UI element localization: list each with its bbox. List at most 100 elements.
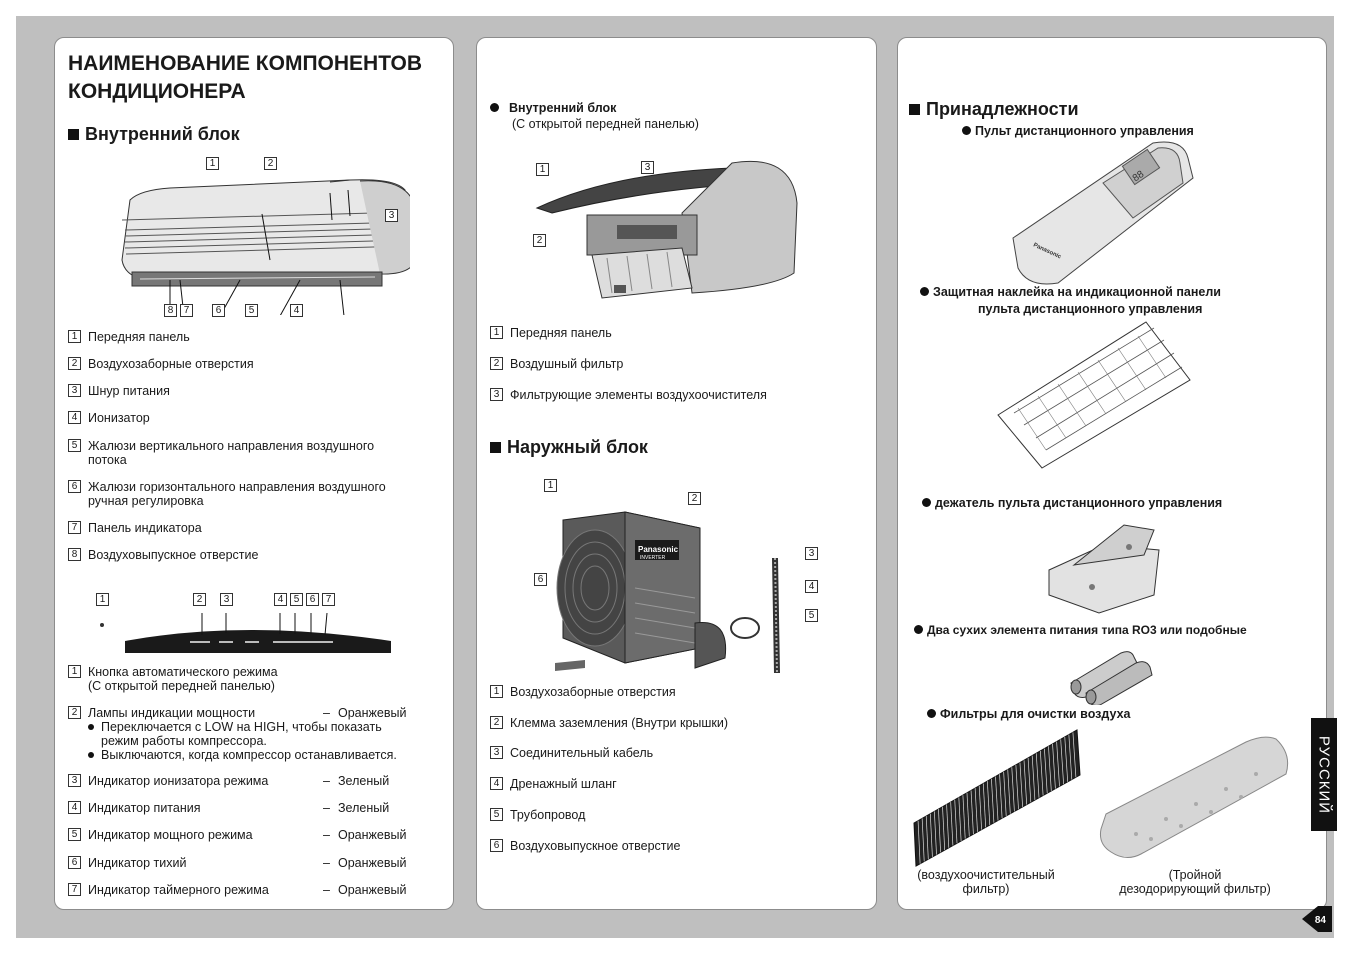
bullet-dot-icon bbox=[914, 625, 923, 634]
callout-3: 3 bbox=[641, 157, 654, 175]
filter-pleat-line bbox=[962, 795, 966, 839]
callout-8: 8 bbox=[164, 300, 177, 318]
panel-indoor-unit: НАИМЕНОВАНИЕ КОМПОНЕНТОВ КОНДИЦИОНЕРА Вн… bbox=[54, 37, 454, 910]
filter-pleat-line bbox=[925, 816, 929, 860]
indicator-callout-3: 3 bbox=[220, 589, 233, 607]
indoor-unit-open-illustration bbox=[535, 160, 798, 299]
page-title: НАИМЕНОВАНИЕ КОМПОНЕНТОВ КОНДИЦИОНЕРА bbox=[68, 50, 422, 106]
air-purifying-filter-illustration bbox=[913, 729, 1081, 867]
callout-2: 2 bbox=[264, 153, 277, 171]
batteries-illustration bbox=[1070, 651, 1153, 705]
filter-pleat-line bbox=[966, 792, 970, 837]
square-bullet-icon bbox=[909, 104, 920, 115]
filter-pleat-line bbox=[1039, 750, 1044, 796]
filter-pleat-line bbox=[1048, 746, 1052, 791]
filter-caption-deodorizing: (Тройной дезодорирующий фильтр) bbox=[1119, 868, 1271, 896]
filter-pleat-line bbox=[1056, 741, 1060, 787]
filter-pleat-line bbox=[1035, 753, 1040, 798]
panel-indoor-open-outdoor: Внутренний блок (С открытой передней пан… bbox=[476, 37, 877, 910]
filter-pleat-line bbox=[970, 790, 974, 835]
filter-pleat-line bbox=[917, 820, 921, 864]
panel-accessories: Принадлежности Пульт дистанционного упра… bbox=[897, 37, 1327, 910]
accessory-filters-label: Фильтры для очистки воздуха bbox=[927, 707, 1130, 721]
callout-7: 7 bbox=[180, 300, 193, 318]
filter-pleat-line bbox=[958, 797, 962, 841]
callout-4: 4 bbox=[290, 300, 303, 318]
indicator-callout-4: 4 bbox=[274, 589, 287, 607]
filter-pleat-line bbox=[929, 813, 933, 857]
filter-pleat-line bbox=[1023, 760, 1028, 805]
section-heading-indoor-text: Внутренний блок bbox=[85, 124, 240, 144]
sticker-illustration bbox=[997, 321, 1191, 469]
filter-pleat-line bbox=[950, 802, 954, 846]
callout-2: 2 bbox=[688, 488, 701, 506]
indicator-callout-1: 1 bbox=[96, 589, 109, 607]
filter-pleat-line bbox=[982, 783, 987, 828]
filter-pleat-line bbox=[1044, 748, 1048, 794]
callout-1: 1 bbox=[544, 475, 557, 493]
callout-5: 5 bbox=[245, 300, 258, 318]
accessory-holder-label: дежатель пульта дистанционного управлени… bbox=[922, 496, 1222, 510]
accessory-sticker-label: Защитная наклейка на индикационной панел… bbox=[920, 285, 1221, 316]
callout-6: 6 bbox=[534, 569, 547, 587]
indicator-callout-2: 2 bbox=[193, 589, 206, 607]
filter-caption-air-purifying: (воздухоочистительный фильтр) bbox=[917, 868, 1055, 896]
accessory-remote-label: Пульт дистанционного управления bbox=[962, 124, 1194, 138]
filter-pleat-line bbox=[978, 785, 982, 830]
bullet-dot-icon bbox=[88, 752, 94, 758]
deodorizing-filter-illustration bbox=[1100, 736, 1289, 858]
filter-pleat-line bbox=[934, 811, 937, 855]
subsection-heading-indoor-open: Внутренний блок (С открытой передней пан… bbox=[490, 101, 699, 131]
filter-pleat-line bbox=[1064, 736, 1069, 782]
filter-pleat-line bbox=[974, 788, 978, 832]
indoor-unit-illustration bbox=[121, 179, 410, 315]
filter-pleat-line bbox=[1060, 739, 1064, 785]
callout-5: 5 bbox=[805, 605, 818, 623]
filter-pleat-line bbox=[1019, 762, 1023, 807]
callout-3: 3 bbox=[385, 205, 398, 223]
bullet-dot-icon bbox=[927, 709, 936, 718]
filter-pleat-line bbox=[921, 818, 925, 862]
bullet-dot-icon bbox=[88, 724, 94, 730]
title-line-2: КОНДИЦИОНЕРА bbox=[68, 80, 246, 103]
indicator-callout-6: 6 bbox=[306, 589, 319, 607]
outdoor-brand-sublabel: INVERTER bbox=[640, 555, 666, 561]
bullet-dot-icon bbox=[922, 498, 931, 507]
filter-pleat-line bbox=[954, 799, 958, 844]
callout-2: 2 bbox=[533, 230, 546, 248]
bullet-dot-icon bbox=[490, 103, 499, 112]
filter-pleat-line bbox=[1052, 743, 1056, 789]
bullet-dot-icon bbox=[962, 126, 971, 135]
indicator-panel-illustration bbox=[100, 612, 391, 653]
filter-pleat-line bbox=[991, 778, 995, 823]
square-bullet-icon bbox=[68, 129, 79, 140]
square-bullet-icon bbox=[490, 442, 501, 453]
accessory-batteries-label: Два сухих элемента питания типа RO3 или … bbox=[914, 623, 1247, 637]
filter-pleat-line bbox=[987, 781, 991, 826]
filter-pleat-line bbox=[1003, 771, 1007, 816]
filter-pleat-line bbox=[1031, 755, 1036, 801]
indicator-callout-7: 7 bbox=[322, 589, 335, 607]
language-tab: РУССКИЙ bbox=[1311, 718, 1337, 831]
page-number-badge: 84 bbox=[1302, 906, 1332, 932]
callout-6: 6 bbox=[212, 300, 225, 318]
indicator-callout-5: 5 bbox=[290, 589, 303, 607]
callout-4: 4 bbox=[805, 576, 818, 594]
filter-pleat-line bbox=[999, 774, 1003, 819]
filter-pleat-line bbox=[1072, 732, 1077, 778]
section-heading-indoor: Внутренний блок bbox=[68, 124, 240, 145]
callout-1: 1 bbox=[536, 159, 549, 177]
section-heading-outdoor: Наружный блок bbox=[490, 437, 648, 458]
filter-pleat-line bbox=[1068, 734, 1073, 780]
filter-pleat-line bbox=[1011, 767, 1015, 812]
callout-1: 1 bbox=[206, 153, 219, 171]
filter-pleat-line bbox=[1027, 757, 1032, 803]
filter-pleat-line bbox=[1015, 764, 1019, 810]
outdoor-unit-illustration: Panasonic INVERTER bbox=[555, 511, 780, 673]
filter-pleat-line bbox=[942, 806, 946, 851]
filter-pleat-line bbox=[995, 776, 999, 821]
bullet-dot-icon bbox=[920, 287, 929, 296]
callout-3: 3 bbox=[805, 543, 818, 561]
filter-pleat-line bbox=[946, 804, 950, 848]
page-number: 84 bbox=[1315, 915, 1327, 926]
